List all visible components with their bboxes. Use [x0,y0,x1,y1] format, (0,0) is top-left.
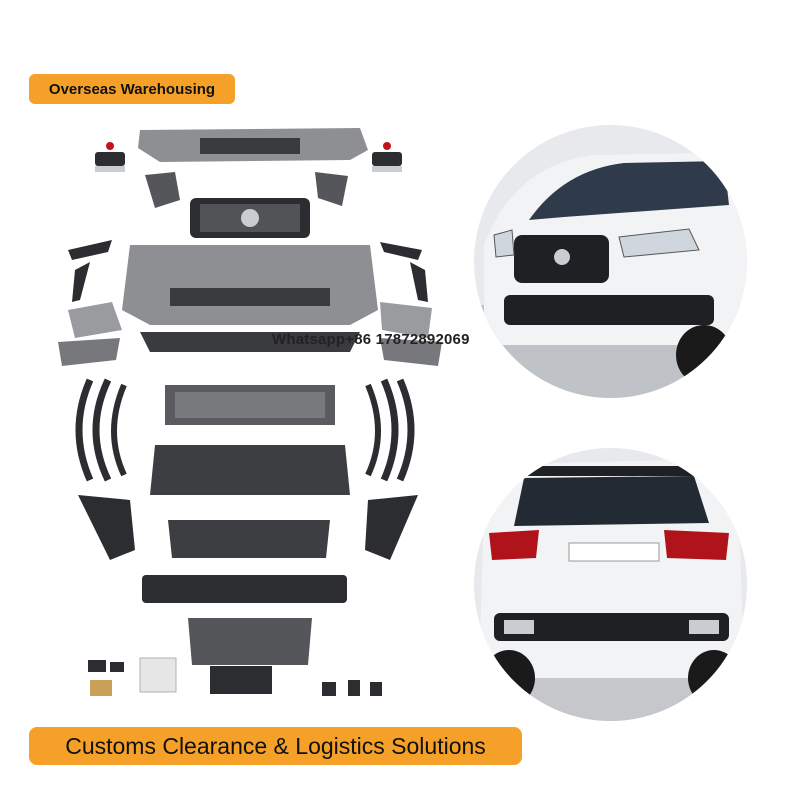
crossmember [168,520,330,558]
fog-cover-right [380,338,442,366]
canard-left [68,240,112,260]
star-emblem [241,209,259,227]
trim-right [410,262,428,302]
bracket-right-top [315,172,348,206]
overseas-warehousing-badge: Overseas Warehousing [29,74,235,104]
whatsapp-watermark: Whatsapp+86 17872892069 [272,331,470,348]
license-plate-mount [210,666,272,694]
fog-mesh-left [68,302,122,338]
body-kit-parts-illustration [58,128,442,696]
bumper-reinforcement [150,445,350,495]
arch-left-3 [111,383,127,477]
badge-text: Overseas Warehousing [48,80,216,98]
arch-right-2 [380,378,399,482]
arch-left-2 [92,378,112,482]
rear-car-photo [474,448,747,721]
diffuser-slats [200,138,300,154]
trim-left [72,262,90,302]
front-bumper [122,245,378,325]
canard-right [380,242,422,260]
front-lip [140,332,360,352]
exhaust-tip-right [372,142,402,172]
arch-left-1 [75,378,94,482]
bracket-left-low [78,495,135,560]
fog-cover-left [58,338,120,366]
bottom-grille [142,575,347,603]
bracket-right-low [365,495,418,560]
hardware-kit [88,657,382,696]
arch-right-1 [396,378,415,482]
front-car-photo [474,125,747,398]
arch-right-3 [365,383,381,477]
exhaust-tip-left [95,142,125,172]
skid-plate [188,618,312,665]
customs-logistics-banner: Customs Clearance & Logistics Solutions [29,727,522,765]
fog-mesh-right [380,302,432,338]
banner-text: Customs Clearance & Logistics Solutions [65,732,486,759]
bracket-left-top [145,172,180,208]
